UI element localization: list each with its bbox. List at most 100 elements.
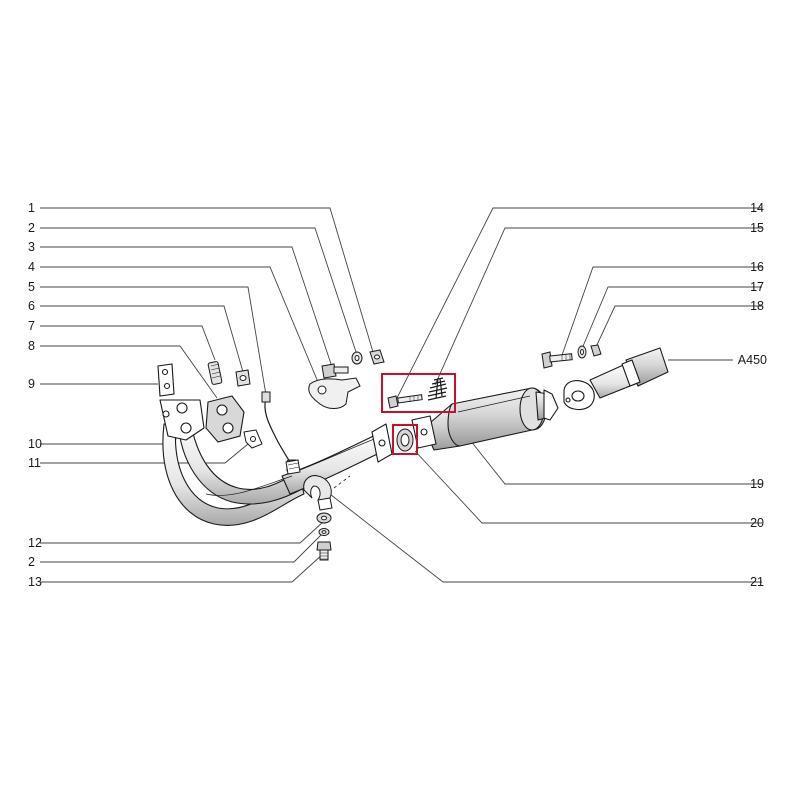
bolt-spring-group: [387, 377, 448, 409]
callout-20: 20: [750, 516, 764, 530]
nut-6: [235, 369, 251, 387]
manifold-gasket-hole-top: [216, 404, 228, 416]
leader-17: [580, 286, 762, 352]
nut-18: [590, 344, 602, 357]
bolt-3-head: [321, 363, 337, 379]
leader-1: [40, 207, 374, 353]
bracket-9-hole-bottom: [163, 382, 171, 390]
leader-lines-left: [40, 207, 374, 583]
bracket-9-hole-top: [161, 368, 169, 376]
washer-2-top-hole: [354, 355, 360, 361]
callout-16: 16: [750, 260, 764, 274]
clamp-21: [303, 475, 351, 511]
callout-10: 10: [28, 437, 42, 451]
catalytic-converter: [411, 387, 559, 451]
bracket-9: [157, 363, 175, 397]
outlet-gasket-hole: [571, 390, 585, 402]
leader-21: [325, 490, 762, 583]
bracket-4: [308, 377, 361, 409]
leader-3: [40, 246, 332, 365]
front-pipe: [159, 399, 393, 526]
leader-13: [40, 553, 324, 583]
manifold-gasket: [205, 395, 245, 443]
stud-7-thread: [210, 363, 221, 379]
leader-18: [595, 305, 762, 348]
stud-7: [207, 361, 223, 385]
oxygen-sensor-thread: [287, 462, 300, 470]
leader-12: [40, 521, 324, 544]
callout-18: 18: [750, 299, 764, 313]
oxygen-sensor-wire: [264, 397, 293, 467]
leader-5: [40, 286, 267, 396]
manifold-gasket-plate: [205, 395, 245, 443]
clip-11-hole: [250, 436, 256, 442]
highlight-box-seal: [392, 424, 418, 455]
fastener-stack-bottom: [316, 512, 332, 561]
callout-17: 17: [750, 280, 764, 294]
converter-shield-line: [457, 395, 531, 413]
rear-pipe-clamp: [621, 359, 641, 387]
bolt-3-shank: [333, 366, 349, 374]
oxygen-sensor-plug: [261, 391, 271, 403]
callout-9: 9: [28, 377, 35, 391]
callout-3: 3: [28, 240, 35, 254]
bolt-14-head: [387, 395, 399, 409]
highlight-box-bolt-spring: [381, 373, 456, 413]
leader-16: [560, 266, 762, 359]
bracket-4-hole: [317, 385, 327, 395]
bracket-9-body: [157, 363, 175, 397]
spring-15: [427, 377, 448, 401]
leader-7: [40, 325, 216, 361]
callout-4: 4: [28, 260, 35, 274]
washer-12-hole: [321, 515, 327, 521]
seal-ring-20-inner: [400, 433, 410, 447]
leader-6: [40, 305, 244, 373]
fastener-stack-right: [541, 344, 602, 369]
leader-8: [40, 345, 218, 399]
callout-12: 12: [28, 536, 42, 550]
leader-4: [40, 266, 319, 383]
front-flange-hole-bottom: [180, 422, 192, 434]
callout-21: 21: [750, 575, 764, 589]
callout-6: 6: [28, 299, 35, 313]
leader-19: [469, 439, 762, 485]
front-flange-bolt-left: [162, 410, 170, 418]
callout-2-top: 2: [28, 221, 35, 235]
bolt-13-shank: [319, 549, 329, 561]
rear-flange-hole: [378, 439, 386, 447]
callout-8: 8: [28, 339, 35, 353]
rear-pipe-assembly: [563, 347, 669, 411]
callout-14: 14: [750, 201, 764, 215]
leader-10: [40, 407, 182, 445]
nut-1-hole: [374, 354, 380, 360]
leader-2-bottom: [40, 532, 324, 563]
outlet-gasket-bolt-hole: [565, 397, 571, 403]
bolt-13-head: [316, 541, 332, 551]
callout-1: 1: [28, 201, 35, 215]
oxygen-sensor: [261, 391, 301, 475]
callout-7: 7: [28, 319, 35, 333]
clamp-21-tab: [317, 497, 333, 511]
bolt-16-thread: [561, 354, 571, 361]
converter-inlet-flange-hole: [420, 428, 428, 436]
callout-19: 19: [750, 477, 764, 491]
callout-15: 15: [750, 221, 764, 235]
leader-15: [434, 227, 762, 386]
bolt-13-thread: [320, 552, 328, 560]
front-flange-hole-top: [176, 402, 188, 414]
callout-11: 11: [28, 456, 41, 470]
callout-5: 5: [28, 280, 35, 294]
clamp-21-dashed: [333, 475, 351, 489]
callout-labels-left: 1 2 3 4 5 6 7 8 9 10 11 12 2 13: [28, 201, 42, 589]
clip-11: [243, 429, 263, 449]
leader-14: [396, 207, 762, 399]
front-flange: [159, 399, 205, 441]
converter-outlet-flange: [543, 389, 559, 421]
callout-labels-right: 14 15 16 17 18 A450 19 20 21: [738, 201, 767, 589]
callout-13: 13: [28, 575, 42, 589]
bolt-16-shank: [549, 353, 573, 363]
bolt-14-thread: [409, 396, 419, 402]
leader-2-top: [40, 227, 358, 356]
nut-6-hole: [239, 375, 247, 381]
